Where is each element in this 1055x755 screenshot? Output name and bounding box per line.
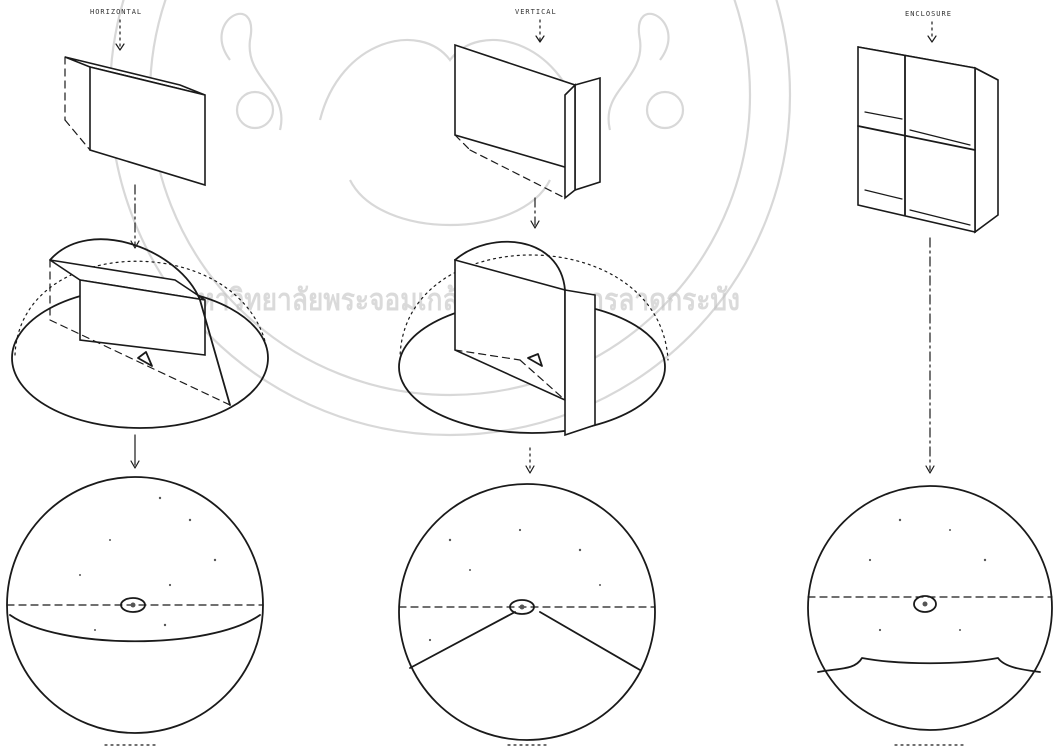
- vertical-plane-element: [455, 45, 600, 198]
- eye-icon: [138, 352, 152, 366]
- column-horizontal: HORIZONTAL: [7, 8, 268, 745]
- column-vertical: VERTICAL: [399, 8, 668, 745]
- column-enclosure: ENCLOSURE: [808, 10, 1052, 745]
- horizontal-dome-view: [12, 239, 268, 428]
- enclosure-box-element: [858, 47, 998, 232]
- enclosure-sphere-view: [808, 486, 1052, 730]
- label-vertical: VERTICAL: [515, 8, 557, 16]
- vertical-dome-view: [399, 242, 668, 435]
- vertical-sphere-view: [399, 484, 655, 740]
- flow-arrow-head: [928, 36, 936, 42]
- label-enclosure: ENCLOSURE: [905, 10, 952, 18]
- horizontal-sphere-view: [7, 477, 263, 733]
- horizontal-plane-element: [65, 57, 205, 185]
- university-seal-watermark: มหาวิทยาลัยพระจอมเกล้าเจ้าคุณทหารลาดกระบ…: [110, 0, 790, 435]
- label-horizontal: HORIZONTAL: [90, 8, 142, 16]
